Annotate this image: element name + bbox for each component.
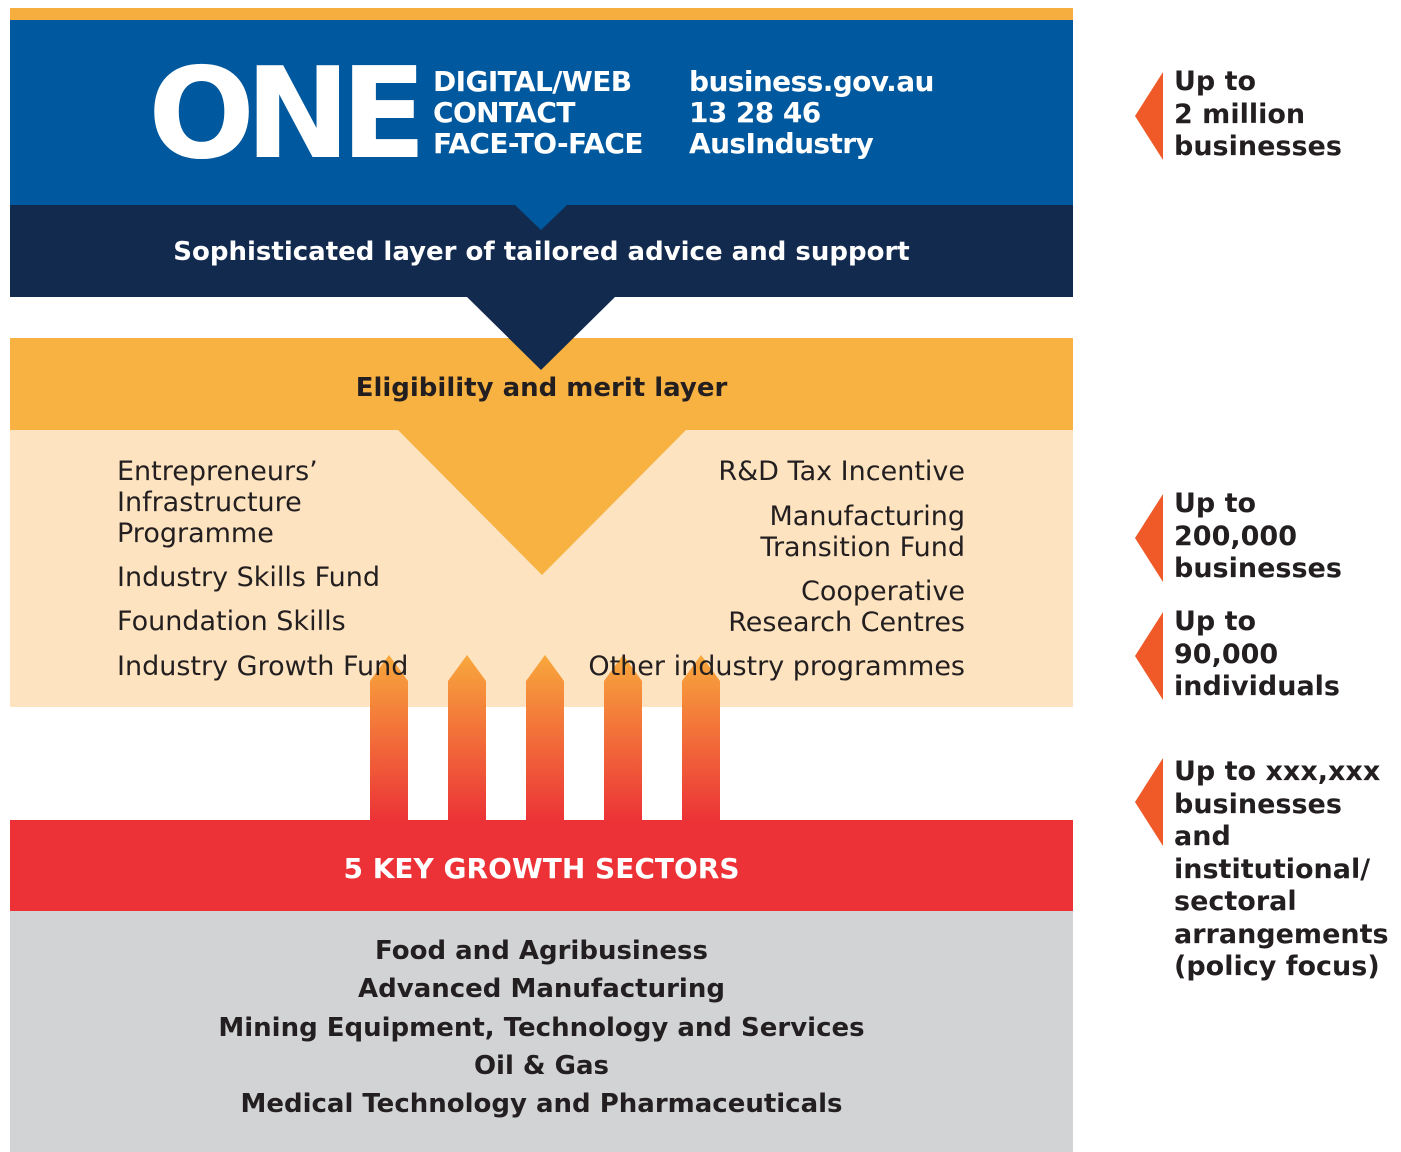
- programme-foundation-skills: Foundation Skills: [117, 606, 346, 637]
- sectors-panel: [10, 911, 1073, 1152]
- sector-up-arrow-icon: [526, 655, 564, 822]
- programme-cooperative-research-centres: Cooperative Research Centres: [728, 576, 965, 638]
- top-accent-stripe: [10, 8, 1073, 20]
- channels-notch-pointer: [515, 205, 567, 230]
- sector-up-arrow-icon: [370, 655, 408, 822]
- programme-rd-tax-incentive: R&D Tax Incentive: [718, 456, 965, 487]
- channel-digital-web: DIGITAL/WEB: [433, 65, 632, 98]
- sector-item: Oil & Gas: [473, 1050, 610, 1081]
- programme-other-industry: Other industry programmes: [588, 651, 965, 682]
- channel-contact: CONTACT: [433, 96, 575, 129]
- sector-item: Food and Agribusiness: [375, 936, 708, 966]
- sectors-title: 5 KEY GROWTH SECTORS: [343, 852, 740, 885]
- sectors-list: Food and Agribusiness Advanced Manufactu…: [10, 932, 1073, 1123]
- reach-programmes-individuals: Up to 90,000 individuals: [1174, 606, 1341, 702]
- advice-funnel-pointer: [467, 297, 615, 370]
- programme-industry-growth-fund: Industry Growth Fund: [117, 651, 409, 682]
- merit-layer-label: Eligibility and merit layer: [355, 373, 728, 403]
- reach-policy-focus: Up to xxx,xxx businesses and institution…: [1174, 756, 1389, 982]
- sector-item: Mining Equipment, Technology and Service…: [218, 1012, 865, 1043]
- channels-band: [10, 20, 1073, 205]
- contact-ausindustry: AusIndustry: [689, 127, 874, 160]
- contact-website: business.gov.au: [689, 65, 934, 98]
- contact-phone: 13 28 46: [689, 96, 821, 129]
- advice-layer-label: Sophisticated layer of tailored advice a…: [173, 237, 910, 267]
- programme-entrepreneurs-infrastructure: Entrepreneurs’ Infrastructure Programme: [117, 456, 318, 549]
- sector-up-arrow-icon: [448, 655, 486, 822]
- programme-manufacturing-transition-fund: Manufacturing Transition Fund: [760, 501, 965, 563]
- contact-list: business.gov.au 13 28 46 AusIndustry: [689, 66, 934, 159]
- sector-up-arrow-icon: [604, 655, 642, 822]
- sector-item: Advanced Manufacturing: [358, 974, 725, 1005]
- sectors-band: [10, 820, 1073, 911]
- channel-list: DIGITAL/WEB CONTACT FACE-TO-FACE: [433, 66, 643, 159]
- channel-face-to-face: FACE-TO-FACE: [433, 127, 643, 160]
- sector-item: Medical Technology and Pharmaceuticals: [240, 1089, 843, 1120]
- sector-arrows: [370, 655, 720, 822]
- sector-up-arrow-icon: [682, 655, 720, 822]
- reach-channels: Up to 2 million businesses: [1174, 66, 1342, 162]
- merit-funnel-pointer: [398, 430, 686, 575]
- reach-programmes-businesses: Up to 200,000 businesses: [1174, 488, 1342, 584]
- one-logo: ONE: [148, 40, 427, 187]
- programme-industry-skills-fund: Industry Skills Fund: [117, 562, 380, 593]
